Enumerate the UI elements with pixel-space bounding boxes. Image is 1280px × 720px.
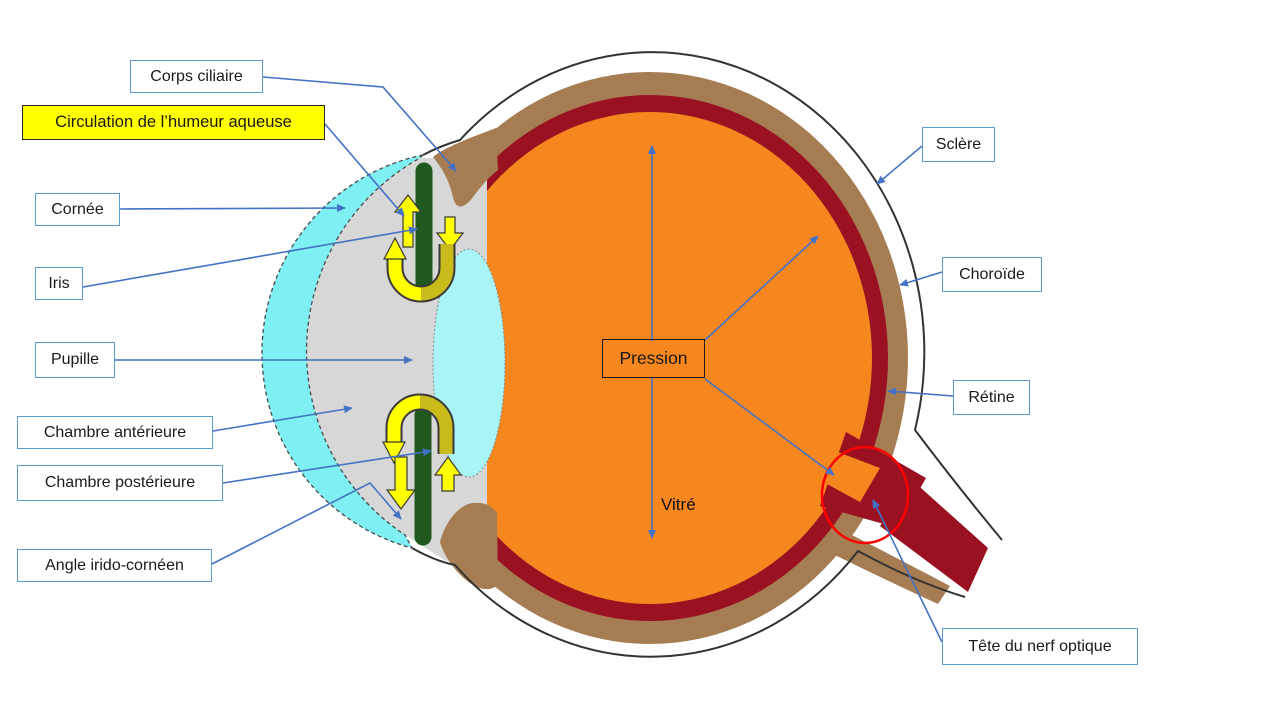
label-chambre-posterieure: Chambre postérieure (17, 465, 223, 501)
leader-chambre-anterieure (212, 405, 353, 432)
pression-arrow-lower-right (704, 378, 835, 476)
sclera-outline (411, 51, 1003, 658)
flow-down-arrow-lower (385, 456, 417, 511)
flow-up-arrow-lower (433, 455, 463, 492)
label-vitre: Vitré (661, 495, 696, 514)
leader-angle-irido-corneen (211, 482, 402, 565)
label-angle-irido-corneen: Angle irido-cornéen (17, 549, 212, 582)
aqueous-flow-arrows (382, 194, 465, 511)
label-choroide: Choroïde (942, 257, 1042, 292)
ciliary-body-lower (440, 502, 498, 590)
label-chambre-anterieure: Chambre antérieure (17, 416, 213, 449)
flow-uturn-upper-head (383, 236, 407, 260)
pression-arrow-upper-right (704, 235, 819, 341)
label-pupille: Pupille (35, 342, 115, 378)
ciliary-body-upper (433, 128, 498, 207)
leader-cornee (119, 204, 346, 213)
optic-cup-notch (816, 446, 880, 502)
leader-sclere (876, 145, 923, 185)
vitreous-body (428, 112, 872, 604)
cornea (261, 153, 426, 550)
flow-arch-lower-head (382, 441, 406, 465)
leader-retine (887, 387, 954, 397)
flow-uturn-upper-tail (420, 244, 454, 301)
label-corps-ciliaire: Corps ciliaire (130, 60, 263, 93)
optic-nerve-head-circle (820, 445, 910, 545)
label-circulation-humeur-aqueuse: Circulation de l’humeur aqueuse (22, 105, 325, 140)
leader-tete-nerf-optique (872, 499, 943, 643)
label-cornee: Cornée (35, 193, 120, 226)
leader-choroide (899, 271, 943, 287)
label-pression: Pression (602, 339, 705, 378)
label-iris: Iris (35, 267, 83, 300)
flow-uturn-upper-head-limb (388, 257, 422, 301)
leader-corps-ciliaire (262, 76, 457, 172)
flow-down-arrow-upper (435, 216, 465, 251)
label-retine: Rétine (953, 380, 1030, 415)
label-sclere: Sclère (922, 127, 995, 162)
leader-circulation (324, 123, 405, 217)
leader-iris (82, 226, 418, 288)
flow-arch-lower-head-limb (387, 395, 421, 444)
leader-chambre-posterieure (222, 448, 432, 484)
leader-lines (82, 76, 954, 643)
label-tete-nerf-optique: Tête du nerf optique (942, 628, 1138, 665)
flow-arch-lower-tail (419, 395, 453, 454)
